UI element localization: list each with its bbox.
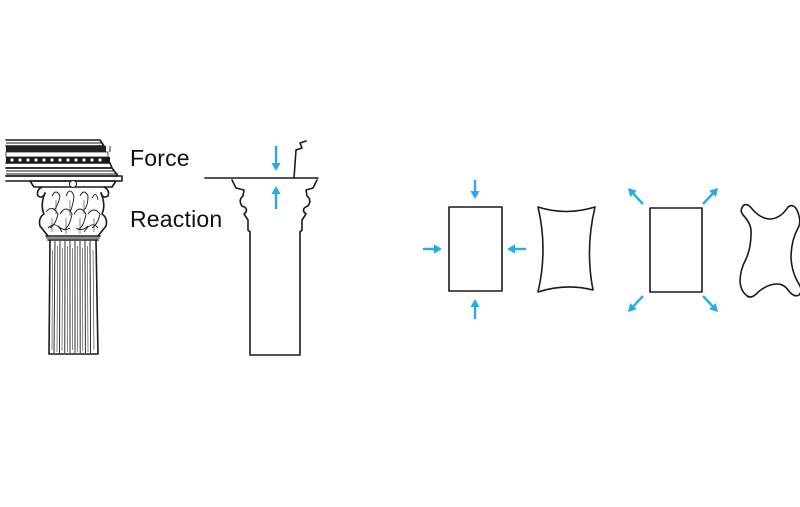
- tension-bottom-left-arrow: [628, 295, 644, 312]
- arrow-icon: [271, 163, 281, 171]
- compress-bottom-arrow: [470, 299, 480, 319]
- arrow-icon: [470, 299, 480, 307]
- arrow-shaft: [631, 295, 644, 308]
- tension-top-right-arrow: [702, 188, 718, 205]
- arrow-icon: [628, 303, 637, 312]
- reaction-up-arrow: [271, 186, 281, 209]
- arrow-icon: [709, 303, 718, 312]
- entablature: [5, 139, 123, 182]
- capital: [36, 186, 110, 241]
- tension-top-left-arrow: [628, 188, 644, 205]
- force-label: Force: [130, 145, 190, 171]
- reaction-label: Reaction: [130, 206, 223, 232]
- arrow-icon: [470, 191, 480, 199]
- arrow-icon: [628, 188, 637, 197]
- arrows: [271, 146, 718, 319]
- compress-left-arrow: [423, 244, 442, 254]
- arrow-shaft: [702, 295, 715, 308]
- corinthian-column: [5, 139, 123, 355]
- compress-right-arrow: [507, 244, 526, 254]
- stretched-shape: [739, 203, 800, 298]
- arrow-icon: [507, 244, 515, 254]
- compression-block: [448, 206, 503, 292]
- arrow-icon: [271, 186, 281, 194]
- shaft: [48, 239, 99, 355]
- tension-bottom-right-arrow: [702, 295, 718, 312]
- column-outline: [204, 140, 319, 356]
- force-down-arrow: [271, 146, 281, 171]
- compress-top-arrow: [470, 180, 480, 199]
- arrow-shaft: [631, 192, 644, 205]
- arrow-icon: [709, 188, 718, 197]
- arrow-icon: [434, 244, 442, 254]
- compressed-shape: [537, 206, 596, 293]
- arrow-shaft: [702, 192, 715, 205]
- tension-block: [649, 207, 703, 293]
